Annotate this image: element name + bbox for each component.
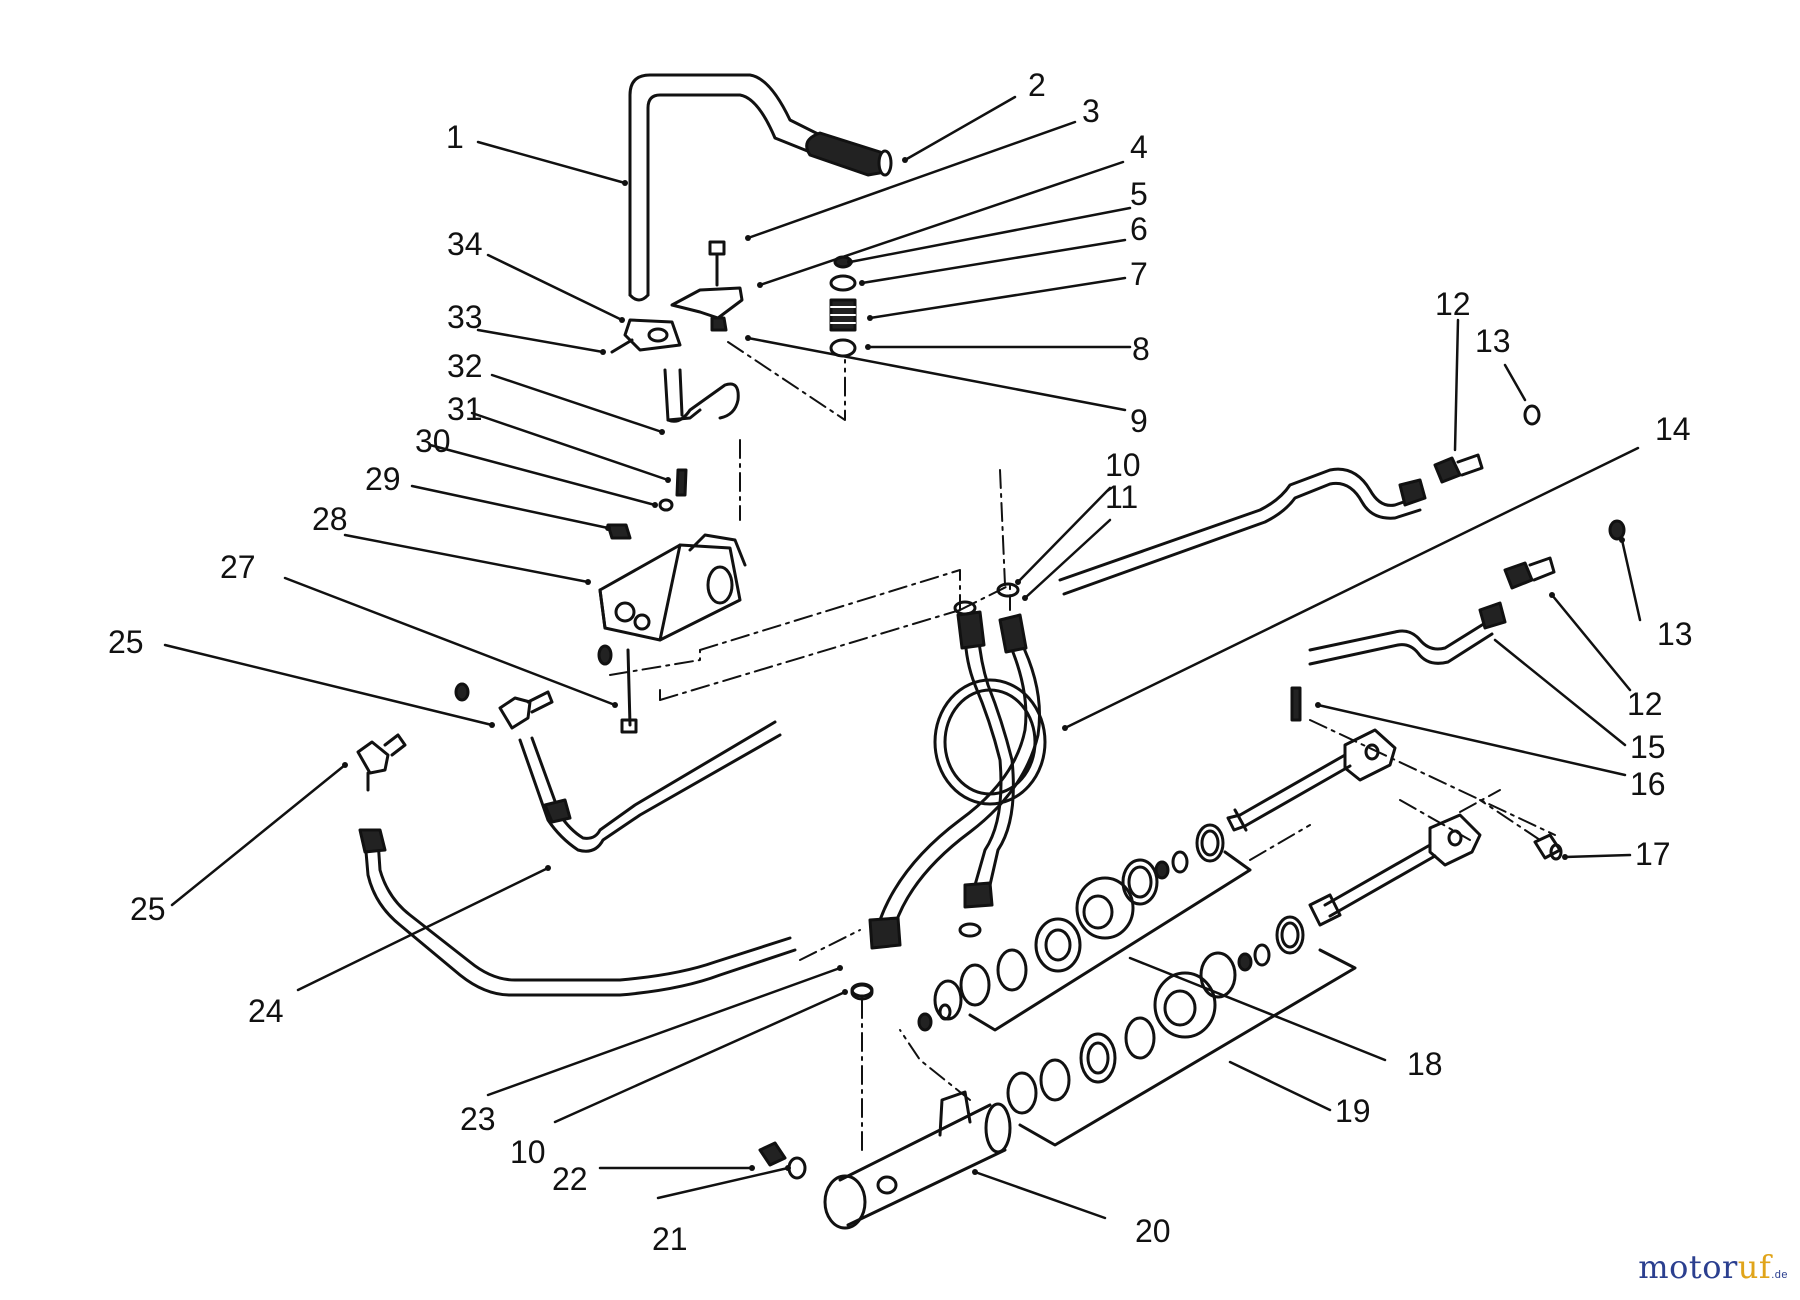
bolt [708, 240, 726, 287]
lever-pivot-block [610, 318, 682, 354]
callout-5: 5 [1130, 176, 1148, 212]
lift-lever [628, 73, 842, 302]
piston-rod-lower [1308, 813, 1482, 927]
callout-10-lower: 10 [510, 1134, 546, 1170]
callout-23: 23 [460, 1101, 496, 1137]
hex-nut [606, 523, 632, 540]
callout-15: 15 [1630, 729, 1666, 765]
callout-9: 9 [1130, 403, 1148, 439]
o-ring-right [1608, 519, 1626, 541]
seal-small-1 [917, 1012, 933, 1032]
callout-17: 17 [1635, 836, 1671, 872]
callout-28: 28 [312, 501, 348, 537]
callout-32: 32 [447, 348, 483, 384]
callout-12-upper: 12 [1435, 286, 1471, 322]
roll-pin [675, 468, 688, 497]
callout-2: 2 [1028, 67, 1046, 103]
callout-24: 24 [248, 993, 284, 1029]
alignment-lines [609, 341, 1556, 1151]
hydraulic-tube-lower-right [1308, 601, 1507, 666]
straight-fitting-right [1503, 556, 1556, 590]
clevis-pin-upper [1290, 686, 1302, 722]
leader-lines [163, 95, 1642, 1220]
o-ring-top [1523, 404, 1541, 426]
callout-3: 3 [1082, 93, 1100, 129]
watermark-logo: motoruf.de [1638, 1248, 1788, 1286]
hydraulic-cylinder [823, 1090, 1012, 1230]
callout-22: 22 [552, 1161, 588, 1197]
callout-6: 6 [1130, 211, 1148, 247]
callout-8: 8 [1132, 331, 1150, 367]
callout-27: 27 [220, 549, 256, 585]
watermark-part1: motor [1638, 1248, 1738, 1286]
callout-34: 34 [447, 226, 483, 262]
callout-13-lower: 13 [1657, 616, 1693, 652]
callout-4: 4 [1130, 129, 1148, 165]
callout-12-lower: 12 [1627, 686, 1663, 722]
hydraulic-tube-left [358, 828, 797, 997]
hydraulic-tube-upper-right [1058, 467, 1427, 596]
control-valve [598, 533, 747, 642]
hose-washer-bottom [958, 922, 982, 938]
nut [710, 316, 728, 332]
lever-grip [805, 131, 893, 177]
crank-arm [663, 368, 740, 423]
callout-11: 11 [1105, 479, 1138, 515]
hydraulic-hose-coil [868, 610, 1047, 950]
hydraulic-tube-valve [518, 720, 782, 853]
callout-16: 16 [1630, 766, 1666, 802]
callout-10-upper: 10 [1105, 447, 1141, 483]
callout-14: 14 [1655, 411, 1691, 447]
elbow-fitting-left [356, 682, 470, 792]
straight-fitting-top [1433, 453, 1484, 484]
callout-18: 18 [1407, 1046, 1443, 1082]
leader-dots [342, 157, 1625, 1175]
pivot-pin [658, 498, 674, 512]
callout-29: 29 [365, 461, 401, 497]
callout-33: 33 [447, 299, 483, 335]
callout-labels: 1 2 3 4 5 6 7 8 9 10 10 11 12 12 13 13 1… [108, 67, 1693, 1257]
callout-7: 7 [1130, 256, 1148, 292]
kit-bracket-19 [1018, 948, 1357, 1147]
hose-washer-top-left [953, 600, 977, 616]
callout-19: 19 [1335, 1093, 1371, 1129]
valve-bolt [620, 648, 638, 734]
spring-stack [829, 255, 857, 358]
callout-21: 21 [652, 1221, 688, 1257]
kit-bracket-18 [968, 850, 1252, 1032]
callout-20: 20 [1135, 1213, 1171, 1249]
watermark-part2: uf [1737, 1248, 1772, 1286]
seal-kit-lower [1006, 915, 1305, 1115]
callout-25-upper: 25 [108, 624, 144, 660]
callout-1: 1 [446, 119, 464, 155]
callout-13-upper: 13 [1475, 323, 1511, 359]
bracket-plate [670, 286, 744, 320]
callout-30: 30 [415, 423, 451, 459]
piston-rod-upper [1226, 728, 1397, 832]
elbow-fitting-valve [498, 690, 554, 730]
clevis-pin-lower [1533, 833, 1563, 861]
valve-washer [597, 644, 613, 666]
seal-small-2 [938, 1003, 952, 1021]
seal-kit-upper [933, 823, 1225, 1021]
callout-25-lower: 25 [130, 891, 166, 927]
callout-31: 31 [447, 391, 483, 427]
watermark-tld: .de [1771, 1269, 1788, 1281]
